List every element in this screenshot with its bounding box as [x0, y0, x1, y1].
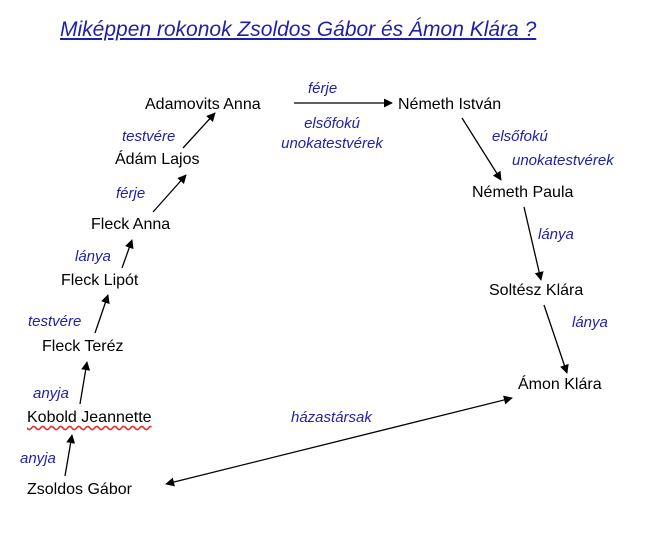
arrow-zsoldos-to-kobold [64, 434, 76, 477]
person-adam-lajos: Ádám Lajos [115, 151, 200, 168]
arrow-zsoldos-amon-spouses [165, 395, 513, 487]
person-nemeth-istvan: Németh István [398, 96, 502, 113]
relation-label-ferje-top: férje [308, 80, 338, 97]
person-adamovits-anna: Adamovits Anna [145, 96, 261, 113]
arrow-adam-to-adamovits [182, 112, 216, 149]
person-fleck-anna: Fleck Anna [91, 216, 171, 233]
arrow-soltesz-to-amon [543, 304, 569, 374]
arrow-nemeth-istvan-to-paula [461, 117, 502, 181]
person-zsoldos-gabor: Zsoldos Gábor [27, 481, 132, 498]
arrow-terez-to-lipot [94, 294, 110, 334]
person-amon-klara: Ámon Klára [518, 376, 602, 393]
person-soltesz-klara: Soltész Klára [489, 282, 584, 299]
arrow-lipot-to-fleck-anna [121, 239, 134, 269]
relation-label-lanya-right-1: lánya [538, 226, 574, 243]
relation-label-elsofoku-2: elsőfokú [492, 128, 548, 145]
person-kobold-jeannette: Kobold Jeannette [27, 409, 152, 426]
relation-label-testvere-top: testvére [122, 128, 176, 145]
person-fleck-lipot: Fleck Lipót [61, 272, 139, 289]
relation-label-hazastarsak: házastársak [291, 409, 372, 426]
relation-label-unokatestverek-2: unokatestvérek [512, 152, 614, 169]
person-nemeth-paula: Németh Paula [472, 184, 574, 201]
relation-label-unokatestverek-left: elsőfokú unokatestvérek [262, 114, 402, 154]
relation-label-unokatestverek-1: unokatestvérek [281, 135, 383, 152]
relation-label-lanya-right-2: lánya [572, 314, 608, 331]
person-fleck-terez: Fleck Teréz [42, 338, 124, 355]
relation-label-ferje-left: férje [116, 185, 146, 202]
arrow-fleck-anna-to-adam [152, 174, 187, 213]
relation-label-anyja-1: anyja [33, 385, 69, 402]
relation-label-elsofoku-1: elsőfokú [304, 115, 360, 132]
arrow-kobold-to-terez [79, 361, 91, 405]
arrow-paula-to-soltesz [523, 206, 544, 281]
page-title: Miképpen rokonok Zsoldos Gábor és Ámon K… [60, 18, 537, 41]
relation-label-lanya-left: lánya [75, 248, 111, 265]
relation-label-anyja-2: anyja [20, 450, 56, 467]
relation-label-testvere-bottom: testvére [28, 313, 82, 330]
